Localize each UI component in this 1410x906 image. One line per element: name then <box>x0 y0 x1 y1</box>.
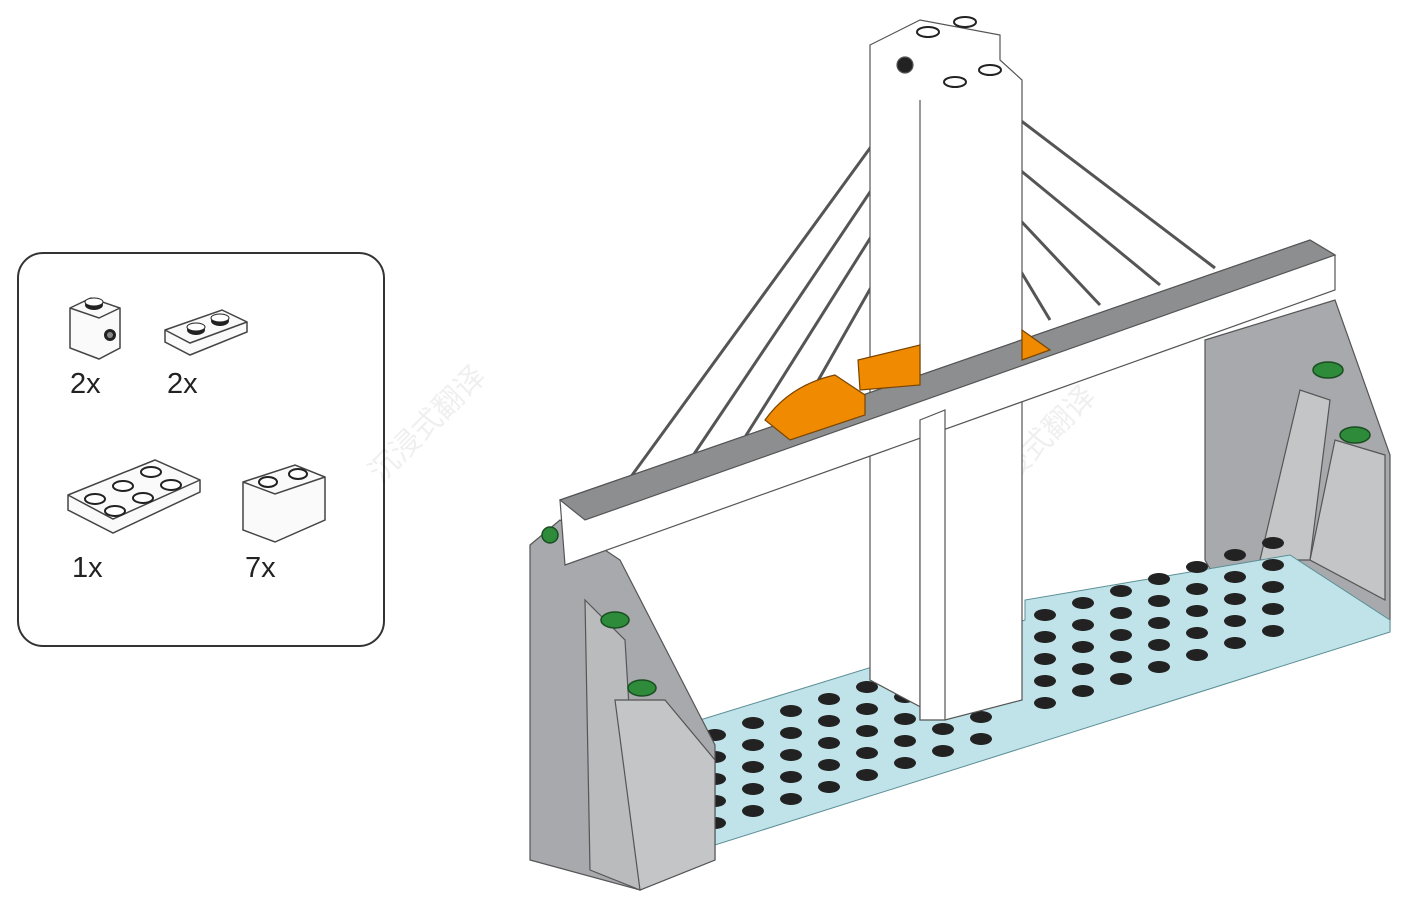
left-pier <box>529 519 716 891</box>
water-stud <box>1034 697 1056 709</box>
water-stud <box>1224 615 1246 627</box>
water-stud <box>780 727 802 739</box>
water-stud <box>1262 581 1284 593</box>
water-stud <box>856 681 878 693</box>
water-stud <box>818 715 840 727</box>
water-stud <box>1186 561 1208 573</box>
water-stud <box>932 723 954 735</box>
parts-list-box <box>17 252 385 647</box>
part-brick-1x1-with-hole <box>69 297 121 360</box>
water-stud <box>970 711 992 723</box>
water-stud <box>742 805 764 817</box>
tower-studs <box>916 16 1002 88</box>
water-stud <box>1072 597 1094 609</box>
water-stud <box>1262 537 1284 549</box>
part-plate-1x2 <box>164 309 248 356</box>
water-stud <box>1072 641 1094 653</box>
orange-tiles <box>764 328 1052 441</box>
water-stud <box>1148 617 1170 629</box>
water-stud <box>894 735 916 747</box>
water-stud <box>856 725 878 737</box>
water-stud <box>1110 629 1132 641</box>
water-stud <box>894 713 916 725</box>
water-stud <box>1262 559 1284 571</box>
water-stud <box>1034 653 1056 665</box>
water-stud <box>742 717 764 729</box>
water-stud <box>780 771 802 783</box>
water-stud <box>1186 627 1208 639</box>
water-stud <box>1034 609 1056 621</box>
part-brick-1x2-with-groove <box>242 464 326 543</box>
water-stud <box>1110 673 1132 685</box>
water-stud <box>780 793 802 805</box>
water-stud <box>780 749 802 761</box>
water-stud <box>742 739 764 751</box>
water-stud <box>1148 639 1170 651</box>
water-stud <box>1110 585 1132 597</box>
water-stud <box>1224 637 1246 649</box>
water-stud <box>856 747 878 759</box>
water-stud <box>780 705 802 717</box>
water-stud <box>1224 549 1246 561</box>
water-stud <box>1110 651 1132 663</box>
water-stud <box>932 745 954 757</box>
water-stud <box>1148 573 1170 585</box>
quantity-label: 2x <box>167 368 198 400</box>
water-stud <box>1186 649 1208 661</box>
water-stud <box>1224 571 1246 583</box>
water-stud <box>1072 619 1094 631</box>
water-stud <box>1262 603 1284 615</box>
water-stud <box>1148 595 1170 607</box>
water-stud <box>818 759 840 771</box>
water-stud <box>1072 663 1094 675</box>
water-stud <box>856 769 878 781</box>
water-stud <box>970 733 992 745</box>
water-stud <box>1186 605 1208 617</box>
water-stud <box>1110 607 1132 619</box>
green-studs <box>541 361 1371 697</box>
water-stud <box>742 783 764 795</box>
water-stud <box>742 761 764 773</box>
water-stud <box>1072 685 1094 697</box>
quantity-label: 1x <box>72 552 103 584</box>
water-stud <box>856 703 878 715</box>
water-stud <box>1262 625 1284 637</box>
part-plate-2x3 <box>67 459 201 534</box>
quantity-label: 7x <box>245 552 276 584</box>
water-stud <box>1034 675 1056 687</box>
water-stud <box>818 693 840 705</box>
deck <box>558 239 1337 721</box>
water-stud <box>818 781 840 793</box>
water-stud <box>818 737 840 749</box>
water-stud <box>894 757 916 769</box>
water-stud <box>1186 583 1208 595</box>
water-stud <box>1224 593 1246 605</box>
water-stud <box>1034 631 1056 643</box>
water-stud <box>1148 661 1170 673</box>
quantity-label: 2x <box>70 368 101 400</box>
